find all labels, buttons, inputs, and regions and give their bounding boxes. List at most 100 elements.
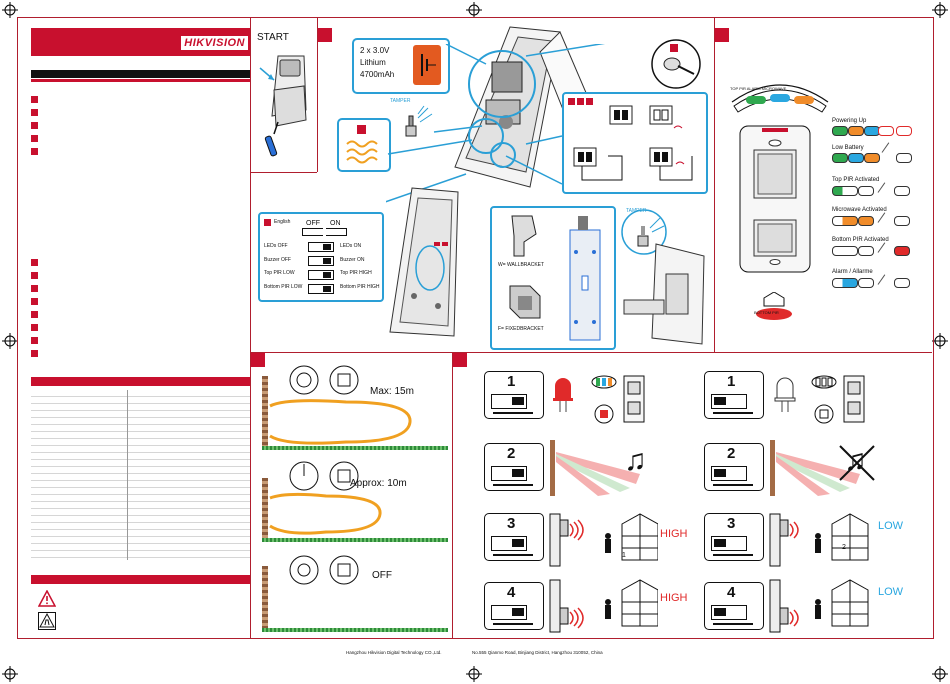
lens-adjust-icon [289, 365, 359, 395]
switch-number: 4 [727, 584, 736, 601]
spec-table-divider [127, 390, 128, 560]
sheet-border [17, 17, 934, 639]
dip-switch [711, 536, 747, 551]
battery-zoom-circle [468, 50, 536, 118]
terminal-zoom-circle [490, 142, 516, 168]
registration-mark-icon [466, 666, 482, 682]
bullet-marker [31, 109, 38, 116]
lang-badge [264, 219, 271, 226]
dip-switch-card: 4 [484, 582, 544, 630]
dip-switch [491, 466, 527, 481]
dip-switch [491, 605, 527, 620]
section-bar [31, 79, 250, 82]
jumper-wiring-diagram [573, 105, 693, 181]
lens-adjust-icon [289, 555, 359, 585]
led-arc-diagram [731, 84, 829, 113]
section-bar [31, 70, 250, 78]
switch-number: 1 [507, 373, 516, 390]
led-blue [848, 153, 864, 163]
ground-grass [262, 538, 448, 542]
registration-mark-icon [2, 666, 18, 682]
registration-mark-icon [932, 2, 948, 18]
right-arrow-icon [326, 228, 347, 236]
high-label: HIGH [660, 592, 688, 604]
arrow-left-icon [713, 484, 753, 486]
bullet-marker [31, 324, 38, 331]
led-blue [832, 278, 858, 288]
dip-row-left: Top PIR LOW [264, 270, 295, 276]
divider [317, 17, 318, 172]
section-badge [318, 28, 332, 42]
led-off [894, 216, 910, 226]
bullet-marker [31, 135, 38, 142]
led-off [878, 126, 894, 136]
buzzer-on-illustration: ♫ [550, 440, 647, 496]
dip-switch-card: 2 [704, 443, 764, 491]
led-orange [832, 216, 858, 226]
bracket-box: W= WALLBRACKET F= FIXEDBRACKET [490, 206, 616, 350]
switch-number: 3 [507, 515, 516, 532]
led-state-label: Microwave Activated [832, 207, 887, 213]
battery-callout: 2 x 3.0V Lithium 4700mAh [352, 38, 450, 94]
battery-icon [413, 45, 441, 85]
top-pir-high-illustration [549, 513, 658, 567]
spec-table [31, 390, 250, 560]
led-red [894, 246, 910, 256]
brand-logo: HIKVISION [181, 36, 248, 50]
led-bottom-label: BOTTOM PIR [754, 310, 779, 315]
detector-front-illustration [739, 125, 811, 273]
range-max-label: Max: 15m [370, 386, 414, 397]
dip-switch [308, 242, 334, 252]
left-arrow-icon [302, 228, 323, 236]
dip-switch-card: 3 [704, 513, 764, 561]
spec-table-header [31, 377, 250, 386]
warning-triangle-icon [38, 590, 56, 607]
switch-number: 3 [727, 515, 736, 532]
registration-mark-icon [466, 2, 482, 18]
divider [714, 17, 715, 352]
bullet-marker [31, 298, 38, 305]
section-badge [715, 28, 729, 42]
title-banner: HIKVISION [31, 28, 250, 56]
section-badge [251, 353, 265, 367]
registration-mark-icon [932, 333, 948, 349]
language-label: English [274, 219, 291, 225]
detection-range-approx [269, 492, 382, 535]
registration-mark-icon [932, 666, 948, 682]
led-orange [858, 216, 874, 226]
divider [452, 352, 453, 638]
dip-row-left: LEDs OFF [264, 243, 288, 249]
tamper-label: TAMPER [390, 98, 411, 104]
on-label: ON [330, 220, 341, 227]
led-off [894, 186, 910, 196]
section-badge [453, 353, 467, 367]
config-badge [568, 98, 575, 105]
led-state-label: Bottom PIR Activated [832, 237, 889, 243]
led-green [832, 186, 858, 196]
callout-badge [357, 125, 366, 134]
led-orange [848, 126, 864, 136]
esd-warning-icon [38, 612, 56, 630]
dip-switch [308, 284, 334, 294]
bottom-pir-led-icon [756, 292, 792, 320]
battery-line: 4700mAh [360, 70, 395, 79]
divider [250, 352, 932, 353]
bullet-marker [31, 285, 38, 292]
arrow-right-icon [493, 484, 533, 486]
detector-opening-illustration [259, 55, 307, 157]
led-state-label: Top PIR Activated [832, 177, 880, 183]
arrow-right-icon [493, 412, 533, 414]
jumper-config-box [562, 92, 708, 194]
low-label: LOW [878, 520, 904, 532]
dip-row-right: LEDs ON [340, 243, 362, 249]
switch-number: 4 [507, 584, 516, 601]
arrow-right-icon [493, 554, 533, 556]
footer-company: Hangzhou Hikvision Digital Technology CO… [346, 650, 442, 655]
led-off [858, 246, 874, 256]
dip-switch-card: 3 [484, 513, 544, 561]
led-state-label: Low Battery [832, 145, 864, 151]
dip-switch-legend: English OFF ON LEDs OFF LEDs ON Buzzer O… [258, 212, 384, 302]
tamper-zoom-circle [468, 118, 504, 154]
wall-bracket-icon [511, 215, 537, 257]
divider [250, 17, 251, 638]
